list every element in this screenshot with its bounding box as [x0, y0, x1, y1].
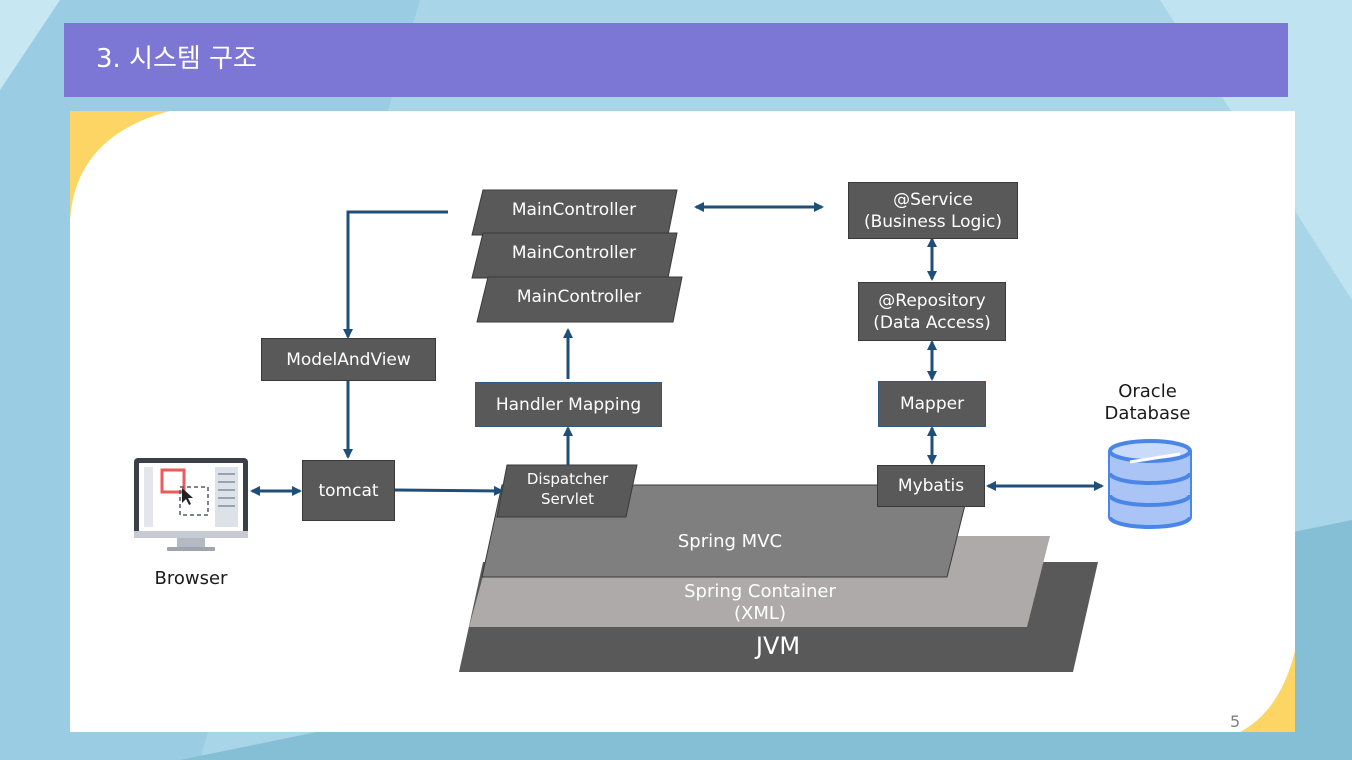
spring-mvc-label: Spring MVC — [677, 531, 783, 552]
handler-mapping-box: Handler Mapping — [475, 382, 662, 427]
monitor-browser-icon — [134, 458, 248, 551]
main-controller-label-3: MainController — [516, 287, 642, 307]
dispatcher-servlet-label: Dispatcher Servlet — [510, 469, 625, 509]
modelandview-box: ModelAndView — [261, 338, 436, 381]
content-panel: MainController MainController MainContro… — [70, 111, 1295, 732]
architecture-diagram — [70, 111, 1295, 732]
service-box: @Service (Business Logic) — [848, 182, 1018, 239]
slide-title: 3. 시스템 구조 — [96, 44, 257, 74]
tomcat-box: tomcat — [302, 460, 395, 521]
dispatcher-line1: Dispatcher — [526, 470, 609, 488]
main-controller-label-1: MainController — [511, 200, 637, 220]
corner-accent-bottom-right — [1240, 651, 1295, 732]
database-line1: Oracle — [1118, 381, 1177, 402]
spring-container-label: Spring Container (XML) — [655, 581, 865, 625]
database-label: Oracle Database — [1085, 381, 1210, 425]
browser-label: Browser — [154, 568, 228, 589]
repository-line2: (Data Access) — [873, 312, 991, 333]
page-number: 5 — [1230, 712, 1241, 731]
service-line2: (Business Logic) — [863, 211, 1003, 232]
repository-line1: @Repository — [878, 290, 986, 311]
jvm-label: JVM — [755, 632, 801, 660]
main-controller-shape-3 — [476, 276, 683, 323]
repository-box: @Repository (Data Access) — [858, 282, 1006, 341]
main-controller-label-2: MainController — [511, 243, 637, 263]
mybatis-box: Mybatis — [877, 465, 985, 507]
dispatcher-line2: Servlet — [540, 490, 595, 508]
title-bar: 3. 시스템 구조 — [64, 23, 1288, 97]
controller-to-modelandview-arrow — [343, 210, 448, 339]
service-line1: @Service — [893, 189, 973, 210]
mapper-box: Mapper — [878, 381, 986, 427]
spring-container-line1: Spring Container — [684, 581, 836, 602]
database-line2: Database — [1104, 403, 1191, 424]
spring-container-line2: (XML) — [734, 603, 786, 624]
dispatcher-servlet-shape — [496, 464, 638, 518]
database-cylinder-icon — [1108, 439, 1192, 529]
corner-accent-top-left — [70, 111, 170, 221]
tomcat-to-dispatcher-arrow — [394, 485, 504, 496]
